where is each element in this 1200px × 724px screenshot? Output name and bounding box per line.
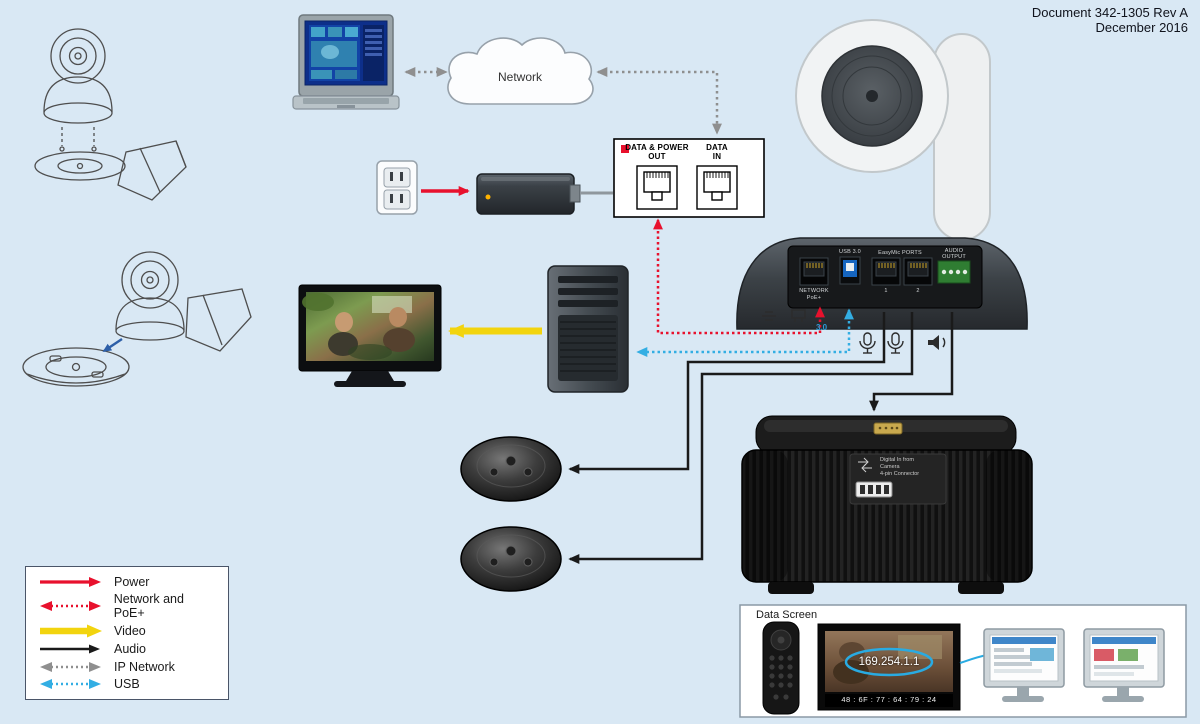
easymic-ports-label: EasyMic PORTS [878, 250, 922, 256]
ip-network-line-cloud-datain [596, 67, 722, 135]
legend-label-usb: USB [114, 677, 140, 692]
network-cloud [447, 37, 594, 105]
legend-label-audio: Audio [114, 641, 146, 656]
video-arrow-sample [40, 624, 102, 638]
usb-port-label: USB 3.0 [839, 249, 861, 255]
legend-item-network-poe: Network and PoE+ [36, 592, 218, 620]
network-port-label-line2: PoE+ [806, 295, 822, 301]
mic-pod-2 [460, 526, 562, 592]
camera-mount-illustration-2 [22, 251, 252, 387]
tv-display [298, 284, 442, 387]
data-power-splitter-box [613, 138, 765, 218]
legend-item-audio: Audio [36, 642, 218, 656]
legend-label-video: Video [114, 624, 146, 639]
power-led [621, 145, 629, 153]
document-info: Document 342-1305 Rev A December 2016 [1031, 5, 1189, 36]
connection-lines [404, 67, 954, 564]
speaker-connector [873, 422, 903, 435]
easymic-port2-label: 2 [916, 288, 920, 294]
legend: Power Network and PoE+ Video Audio IP Ne… [25, 566, 229, 700]
mic-icon [859, 332, 876, 354]
legend-item-power: Power [36, 575, 218, 589]
speaker-icon [928, 335, 946, 350]
audio-line-mic2 [568, 312, 914, 564]
usb-arrow-sample [40, 679, 101, 690]
easymic-port-1 [871, 257, 901, 286]
audio-output-label-line1: AUDIO [944, 248, 964, 254]
data-in-label-line1: DATA [706, 143, 728, 152]
pc-tower [547, 265, 629, 393]
monitor-2 [1083, 628, 1165, 702]
mac-address-text: 48 : 6F : 77 : 64 : 79 : 24 [841, 695, 937, 704]
camera-mount-illustration-1 [34, 28, 187, 201]
network-cloud-label: Network [497, 70, 542, 84]
document-date: December 2016 [1095, 19, 1189, 35]
mic-icon [887, 332, 904, 354]
power-outlet [376, 160, 418, 215]
audio-line-mic1 [568, 312, 886, 474]
usb-line [636, 308, 854, 357]
easymic-port-2 [903, 257, 933, 286]
data-in-label-line2: IN [712, 152, 722, 161]
network-port [799, 257, 829, 286]
document-number: Document 342-1305 Rev A [1031, 5, 1188, 20]
usb-speed-callout: 3.0 [816, 323, 828, 332]
data-power-out-label-line2: OUT [648, 152, 666, 161]
poe-injector [476, 173, 581, 215]
conference-camera [736, 19, 1028, 330]
power-arrow-sample [40, 576, 101, 587]
mic-pod-1 [460, 436, 562, 502]
legend-item-usb: USB [36, 677, 218, 691]
speaker-label-line1: Digital In from [880, 457, 914, 463]
audio-line-speaker [869, 312, 954, 412]
laptop [292, 14, 400, 110]
ip-highlight-oval [844, 647, 934, 677]
data-screen-panel [739, 604, 1187, 718]
monitor-1 [983, 628, 1065, 702]
data-screen-title: Data Screen [756, 609, 818, 621]
ip-network-arrow-sample [40, 661, 101, 672]
speaker-unit [741, 415, 1033, 594]
speaker-label-line2: Camera [880, 464, 900, 470]
speaker-label-text: Digital In from Camera 4-pin Connector [880, 457, 942, 478]
easymic-port1-label: 1 [884, 288, 888, 294]
remote-control [762, 621, 800, 715]
speaker-label-line3: 4-pin Connector [880, 471, 920, 477]
legend-label-network-poe: Network and PoE+ [113, 592, 184, 621]
audio-output-label-line2: OUTPUT [942, 254, 966, 260]
usb-port [839, 256, 861, 285]
mount-insert-arrow [102, 337, 123, 353]
legend-item-video: Video [36, 624, 218, 638]
network-port-label-line1: NETWORK [799, 288, 829, 294]
data-power-out-label-line1: DATA & POWER [625, 143, 689, 152]
audio-output-connector [937, 260, 971, 284]
legend-label-ip-network: IP Network [114, 659, 175, 674]
network-poe-arrow-sample [40, 601, 101, 612]
data-screen-tv [817, 623, 961, 711]
audio-arrow-sample [40, 644, 100, 654]
legend-label-power: Power [114, 574, 150, 589]
ip-address-text: 169.254.1.1 [858, 656, 920, 668]
legend-item-ip-network: IP Network [36, 660, 218, 674]
